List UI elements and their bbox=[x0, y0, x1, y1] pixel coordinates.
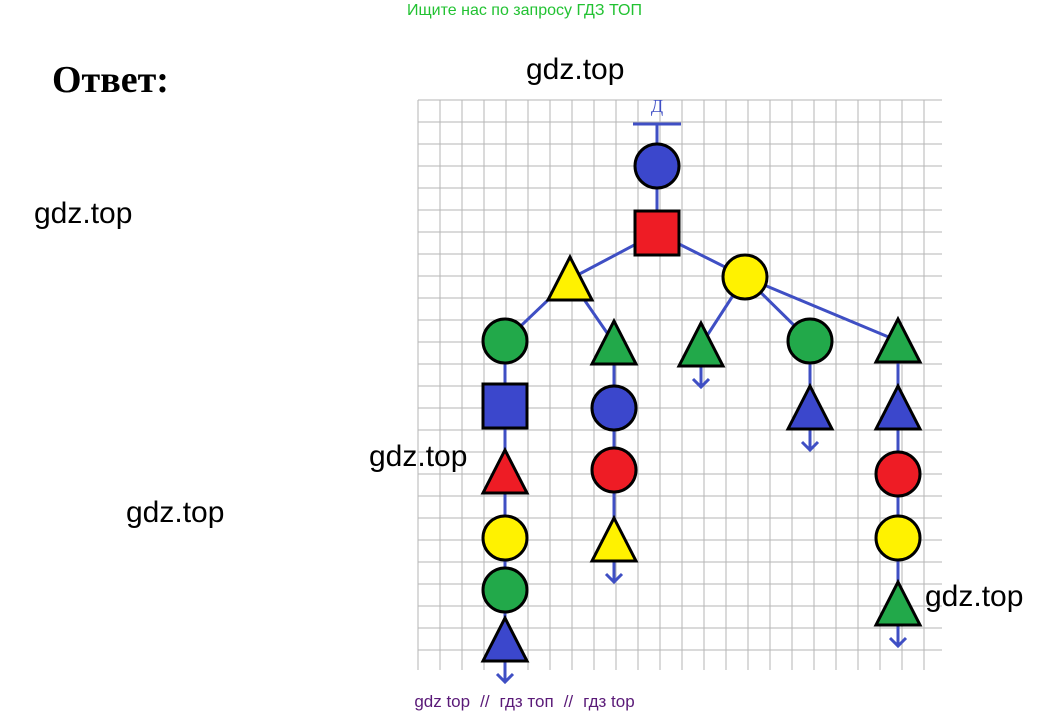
red-circle-node bbox=[874, 450, 922, 498]
continuation-arrow bbox=[604, 572, 624, 585]
blue-circle-node bbox=[590, 384, 638, 432]
watermark: gdz.top bbox=[526, 53, 625, 86]
green-triangle-node bbox=[589, 317, 639, 366]
green-circle-node bbox=[481, 566, 529, 614]
green-triangle-node bbox=[873, 315, 923, 364]
green-triangle-node bbox=[873, 578, 923, 627]
yellow-triangle-node bbox=[545, 253, 595, 302]
blue-triangle-node bbox=[480, 614, 530, 663]
footer: gdz top // гдз топ // гдз top bbox=[0, 692, 1049, 712]
answer-heading: Ответ: bbox=[52, 59, 169, 101]
watermark: gdz.top bbox=[126, 496, 225, 529]
continuation-arrow bbox=[691, 377, 711, 390]
root-label: Д bbox=[651, 96, 663, 116]
yellow-circle-node bbox=[721, 253, 769, 301]
blue-triangle-node bbox=[785, 382, 835, 431]
watermark: gdz.top bbox=[925, 580, 1024, 613]
footer-link-3[interactable]: гдз top bbox=[583, 692, 635, 711]
yellow-circle-node bbox=[874, 514, 922, 562]
footer-link-2[interactable]: гдз топ bbox=[499, 692, 554, 711]
green-triangle-node bbox=[676, 319, 726, 368]
footer-link-1[interactable]: gdz top bbox=[414, 692, 471, 711]
red-triangle-node bbox=[480, 446, 530, 495]
continuation-arrow bbox=[800, 440, 820, 453]
top-banner: Ищите нас по запросу ГДЗ ТОП bbox=[407, 2, 642, 19]
footer-separator: // bbox=[480, 692, 490, 711]
watermark: gdz.top bbox=[34, 197, 133, 230]
tree-edge bbox=[744, 275, 899, 343]
footer-separator: // bbox=[563, 692, 574, 711]
blue-square-node bbox=[481, 382, 529, 430]
tree-nodes bbox=[480, 142, 923, 663]
yellow-circle-node bbox=[481, 514, 529, 562]
green-circle-node bbox=[786, 317, 834, 365]
watermark: gdz.top bbox=[369, 440, 468, 473]
continuation-arrow bbox=[888, 636, 908, 649]
red-circle-node bbox=[590, 446, 638, 494]
green-circle-node bbox=[481, 317, 529, 365]
continuation-arrow bbox=[495, 672, 515, 685]
blue-triangle-node bbox=[873, 382, 923, 431]
yellow-triangle-node bbox=[589, 514, 639, 563]
blue-circle-node bbox=[633, 142, 681, 190]
red-square-node bbox=[633, 209, 681, 257]
